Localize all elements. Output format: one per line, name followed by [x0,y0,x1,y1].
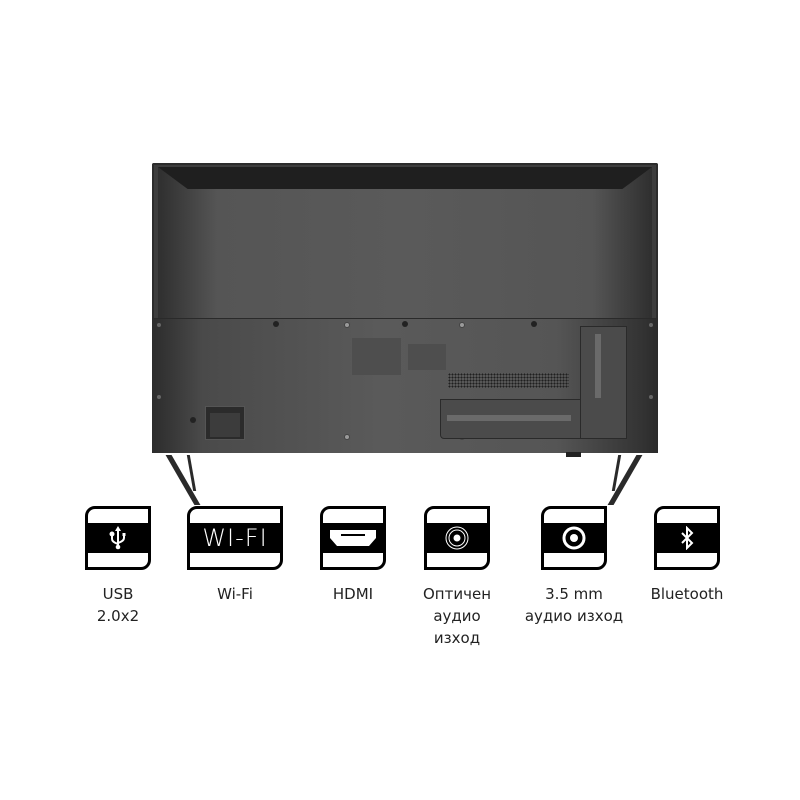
io-panel-side [580,326,627,439]
screw [157,395,161,399]
feature-audio-jack: 3.5 mm аудио изход [524,506,624,627]
feature-hdmi: HDMI [303,506,403,605]
io-panel-bottom [440,399,582,439]
feature-wifi: WI-FI Wi-Fi [185,506,285,605]
tv-leg-left [165,455,201,505]
feature-label: Wi-Fi [217,585,253,603]
rating-label [352,338,401,375]
screw [344,434,350,440]
optical-audio-icon [424,506,490,570]
wifi-icon: WI-FI [187,506,283,570]
screw [157,323,161,327]
screw [190,417,196,423]
tv-upper-panel [158,167,652,318]
vent-grille [448,373,569,388]
screw [649,395,653,399]
screw [344,322,350,328]
feature-usb: USB 2.0x2 [68,506,168,627]
audio-jack-icon [541,506,607,570]
info-label [408,344,446,370]
port-slot [447,415,571,421]
wall-mount-hole [273,321,279,327]
port-slot [595,334,601,398]
wall-mount-hole [531,321,537,327]
feature-optical: Оптичен аудио изход [407,506,507,649]
tv-lower-panel [152,318,658,453]
feature-label: Оптичен аудио изход [423,585,491,647]
feature-bluetooth: Bluetooth [637,506,737,605]
feature-label: USB 2.0x2 [96,585,140,625]
screw [649,323,653,327]
power-inlet [205,406,245,440]
bluetooth-icon [654,506,720,570]
screw [459,322,465,328]
feature-label: Bluetooth [650,585,724,603]
tv-rear-image [152,163,658,457]
feature-label: HDMI [332,585,374,603]
ir-receiver [566,452,581,457]
usb-icon [85,506,151,570]
wall-mount-hole [402,321,408,327]
hdmi-icon [320,506,386,570]
feature-label: 3.5 mm аудио изход [524,585,624,625]
